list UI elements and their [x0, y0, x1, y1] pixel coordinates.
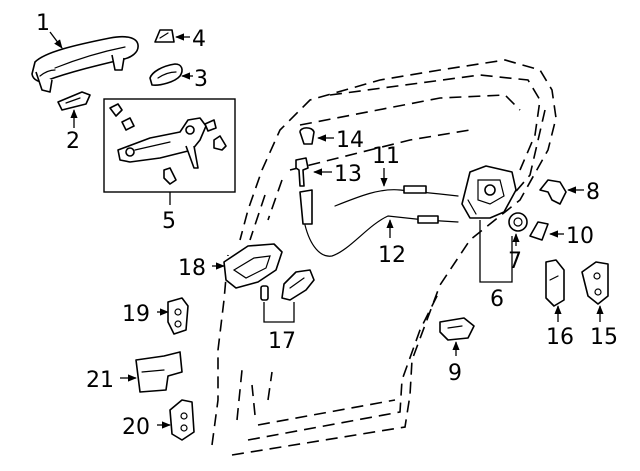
part-16-shim	[545, 259, 565, 307]
callout-8: 8	[586, 180, 600, 205]
part-11-cable	[334, 185, 459, 207]
callout-2: 2	[66, 129, 80, 154]
part-21-door-check	[135, 351, 183, 393]
callout-21: 21	[86, 368, 114, 393]
part-14-lock-knob	[299, 127, 315, 145]
part-8-latch-cover	[539, 179, 567, 205]
callout-18: 18	[178, 256, 206, 281]
part-2-handle-pad	[57, 91, 91, 111]
callout-7: 7	[508, 249, 522, 274]
callout-11: 11	[372, 144, 400, 169]
part-1-outside-handle	[31, 35, 139, 93]
part-10-clip	[529, 221, 549, 241]
callout-17: 17	[268, 329, 296, 354]
callout-1: 1	[36, 11, 50, 36]
rear-door-outline	[211, 59, 557, 456]
part-19-hinge-upper	[167, 297, 189, 335]
callout-15: 15	[590, 325, 618, 350]
part-13-rod	[295, 157, 313, 225]
part-12-cable	[304, 215, 459, 257]
part-15-striker	[581, 261, 609, 305]
callout-19: 19	[122, 302, 150, 327]
callout-16: 16	[546, 325, 574, 350]
part-9-bracket	[439, 317, 475, 341]
callout-9: 9	[448, 361, 462, 386]
part-6-door-latch	[461, 165, 517, 219]
part-18-inside-handle	[223, 243, 283, 289]
callout-12: 12	[378, 243, 406, 268]
callout-20: 20	[122, 415, 150, 440]
callout-13: 13	[334, 162, 362, 187]
part-3-cylinder-cover	[149, 63, 183, 86]
part-20-hinge-lower	[169, 399, 195, 441]
callout-14: 14	[336, 128, 364, 153]
callout-4: 4	[192, 27, 206, 52]
callout-5: 5	[162, 209, 176, 234]
callout-10: 10	[566, 224, 594, 249]
part-5-handle-frame	[109, 103, 227, 185]
callout-6: 6	[490, 287, 504, 312]
part-17-handle-base	[260, 269, 315, 301]
part-4-handle-cap	[154, 29, 175, 43]
part-7-grommet	[508, 212, 528, 232]
callout-3: 3	[194, 67, 208, 92]
